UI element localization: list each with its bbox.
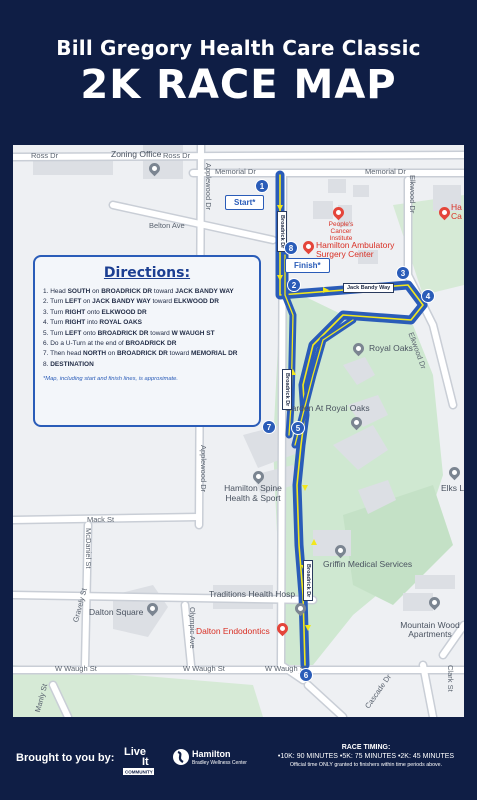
direction-step: 8. DESTINATION bbox=[43, 360, 94, 368]
poi-peoples-cancer: People's Cancer Institute bbox=[328, 221, 354, 242]
poi-mountain-wood: Mountain Wood Apartments bbox=[400, 620, 460, 639]
poi-royal-oaks: Royal Oaks bbox=[369, 343, 413, 353]
directions-title: Directions: bbox=[103, 265, 191, 281]
timing-note: Official time ONLY granted to finishers … bbox=[289, 762, 443, 768]
direction-step: 5. Turn LEFT onto BROADRICK DR toward W … bbox=[43, 329, 215, 337]
road-label-memorial-dr-2: Memorial Dr bbox=[365, 167, 406, 176]
road-label-memorial-dr: Memorial Dr bbox=[215, 167, 256, 176]
poi-dalton-endo: Dalton Endodontics bbox=[196, 626, 270, 636]
route-marker-4[interactable]: 4 bbox=[421, 289, 435, 303]
timing-times: •10K: 90 MINUTES •5K: 75 MINUTES •2K: 45… bbox=[277, 753, 455, 760]
route-marker-5[interactable]: 5 bbox=[291, 421, 305, 435]
street-tag-broadrick-dr-2: Broadrick Dr bbox=[282, 369, 292, 411]
road-label-w-waugh-st-2: W Waugh St bbox=[183, 664, 225, 673]
poi-zoning-office: Zoning Office bbox=[111, 149, 162, 159]
poi-dalton-square: Dalton Square bbox=[89, 607, 144, 617]
direction-step: 3. Turn RIGHT onto ELKWOOD DR bbox=[43, 308, 147, 316]
park-area-east bbox=[343, 485, 453, 605]
race-timing: RACE TIMING: •10K: 90 MINUTES •5K: 75 MI… bbox=[262, 744, 470, 768]
road-label-applewood-dr-2: Applewood Dr bbox=[199, 445, 208, 493]
road-label-belton-ave: Belton Ave bbox=[149, 221, 185, 230]
map-base bbox=[13, 145, 464, 717]
race-subtitle: 2K RACE MAP bbox=[80, 62, 397, 108]
route-marker-8[interactable]: 8 bbox=[284, 241, 298, 255]
poi-hamilton-ambulatory: Hamilton Ambulatory Surgery Center bbox=[316, 240, 395, 259]
svg-text:It: It bbox=[142, 756, 149, 768]
timing-heading: RACE TIMING: bbox=[341, 744, 391, 751]
hamilton-logo-icon bbox=[173, 749, 189, 765]
route-marker-3[interactable]: 3 bbox=[396, 266, 410, 280]
svg-text:COMMUNITY: COMMUNITY bbox=[125, 770, 153, 775]
road-label-mack-st: Mack St bbox=[87, 515, 115, 524]
street-tag-broadrick-dr-3: Broadrick Dr bbox=[303, 560, 313, 602]
hamilton-name: Hamilton bbox=[192, 749, 231, 759]
finish-label: Finish* bbox=[285, 258, 330, 273]
race-title: Bill Gregory Health Care Classic bbox=[56, 36, 421, 60]
start-label: Start* bbox=[225, 195, 265, 210]
poi-hamilton-right: Ha Ca bbox=[451, 202, 462, 221]
svg-text:Live: Live bbox=[124, 746, 146, 758]
race-map[interactable]: Ross Dr Ross Dr Memorial Dr Memorial Dr … bbox=[10, 142, 467, 720]
directions-panel: Directions: 1. Head SOUTH on BROADRICK D… bbox=[33, 255, 261, 427]
direction-step: 2. Turn LEFT on JACK BANDY WAY toward EL… bbox=[43, 298, 219, 306]
road-label-applewood-dr: Applewood Dr bbox=[204, 163, 213, 211]
race-route bbox=[275, 170, 428, 670]
route-marker-1[interactable]: 1 bbox=[255, 179, 269, 193]
direction-step: 1. Head SOUTH on BROADRICK DR toward JAC… bbox=[43, 288, 234, 295]
hamilton-sub: Bradley Wellness Center bbox=[192, 760, 247, 766]
poi-hamilton-spine: Hamilton Spine Health & Sport bbox=[224, 483, 282, 503]
road-label-ross-dr: Ross Dr bbox=[31, 151, 59, 160]
direction-step: 7. Then head NORTH on BROADRICK DR towar… bbox=[43, 350, 238, 358]
poi-garden-royal-oaks: Garden At Royal Oaks bbox=[285, 403, 370, 413]
liveit-logo: Live It COMMUNITY bbox=[122, 742, 156, 775]
route-marker-2[interactable]: 2 bbox=[287, 278, 301, 292]
liveit-logo-icon: Live It COMMUNITY bbox=[123, 746, 154, 775]
header-banner: Bill Gregory Health Care Classic 2K RACE… bbox=[12, 12, 465, 128]
direction-step: 6. Do a U-Turn at the end of BROADRICK D… bbox=[43, 340, 177, 348]
direction-step: 4. Turn RIGHT into ROYAL OAKS bbox=[43, 319, 142, 327]
poi-elks: Elks L bbox=[441, 483, 465, 493]
poi-griffin-medical: Griffin Medical Services bbox=[323, 559, 413, 569]
road-label-elkwood-dr: Elkwood Dr bbox=[408, 175, 417, 214]
road-label-w-waugh-st-3: W Waugh St bbox=[265, 664, 307, 673]
road-label-w-waugh-st: W Waugh St bbox=[55, 664, 97, 673]
park-area-south bbox=[13, 665, 263, 717]
directions-list: 1. Head SOUTH on BROADRICK DR toward JAC… bbox=[43, 287, 251, 370]
road-label-clark-st: Clark St bbox=[446, 665, 455, 692]
directions-note: *Map, including start and finish lines, … bbox=[43, 376, 179, 383]
sponsor-intro: Brought to you by: bbox=[16, 752, 115, 764]
road-label-mcdaniel-st: McDaniel St bbox=[84, 528, 93, 569]
poi-traditions: Traditions Health Hosp bbox=[209, 589, 296, 599]
route-marker-6[interactable]: 6 bbox=[299, 668, 313, 682]
street-tag-jack-bandy-way: Jack Bandy Way bbox=[343, 283, 395, 293]
route-marker-7[interactable]: 7 bbox=[262, 420, 276, 434]
road-label-ross-dr-2: Ross Dr bbox=[163, 151, 191, 160]
footer: Brought to you by: Live It COMMUNITY Ham… bbox=[0, 730, 477, 800]
